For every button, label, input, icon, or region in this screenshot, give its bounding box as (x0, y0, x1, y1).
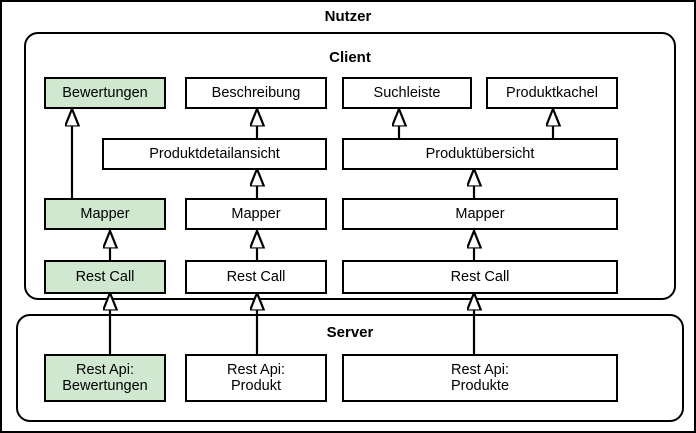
node-mapper-2[interactable]: Mapper (185, 198, 327, 230)
node-mapper-1[interactable]: Mapper (44, 198, 166, 230)
node-beschreibung[interactable]: Beschreibung (185, 77, 327, 109)
node-suchleiste[interactable]: Suchleiste (342, 77, 472, 109)
node-bewertungen[interactable]: Bewertungen (44, 77, 166, 109)
node-restcall-3[interactable]: Rest Call (342, 260, 618, 294)
node-produktdetailansicht[interactable]: Produktdetailansicht (102, 138, 327, 170)
container-client-label: Client (329, 49, 371, 66)
node-produktkachel[interactable]: Produktkachel (486, 77, 618, 109)
node-restapi-produkt[interactable]: Rest Api: Produkt (185, 354, 327, 402)
node-restapi-produkte[interactable]: Rest Api: Produkte (342, 354, 618, 402)
node-produktuebersicht[interactable]: Produktübersicht (342, 138, 618, 170)
node-restapi-bewertungen[interactable]: Rest Api: Bewertungen (44, 354, 166, 402)
diagram-title: Nutzer (324, 8, 372, 25)
node-restcall-1[interactable]: Rest Call (44, 260, 166, 294)
container-server-label: Server (326, 324, 374, 341)
node-mapper-3[interactable]: Mapper (342, 198, 618, 230)
node-restcall-2[interactable]: Rest Call (185, 260, 327, 294)
